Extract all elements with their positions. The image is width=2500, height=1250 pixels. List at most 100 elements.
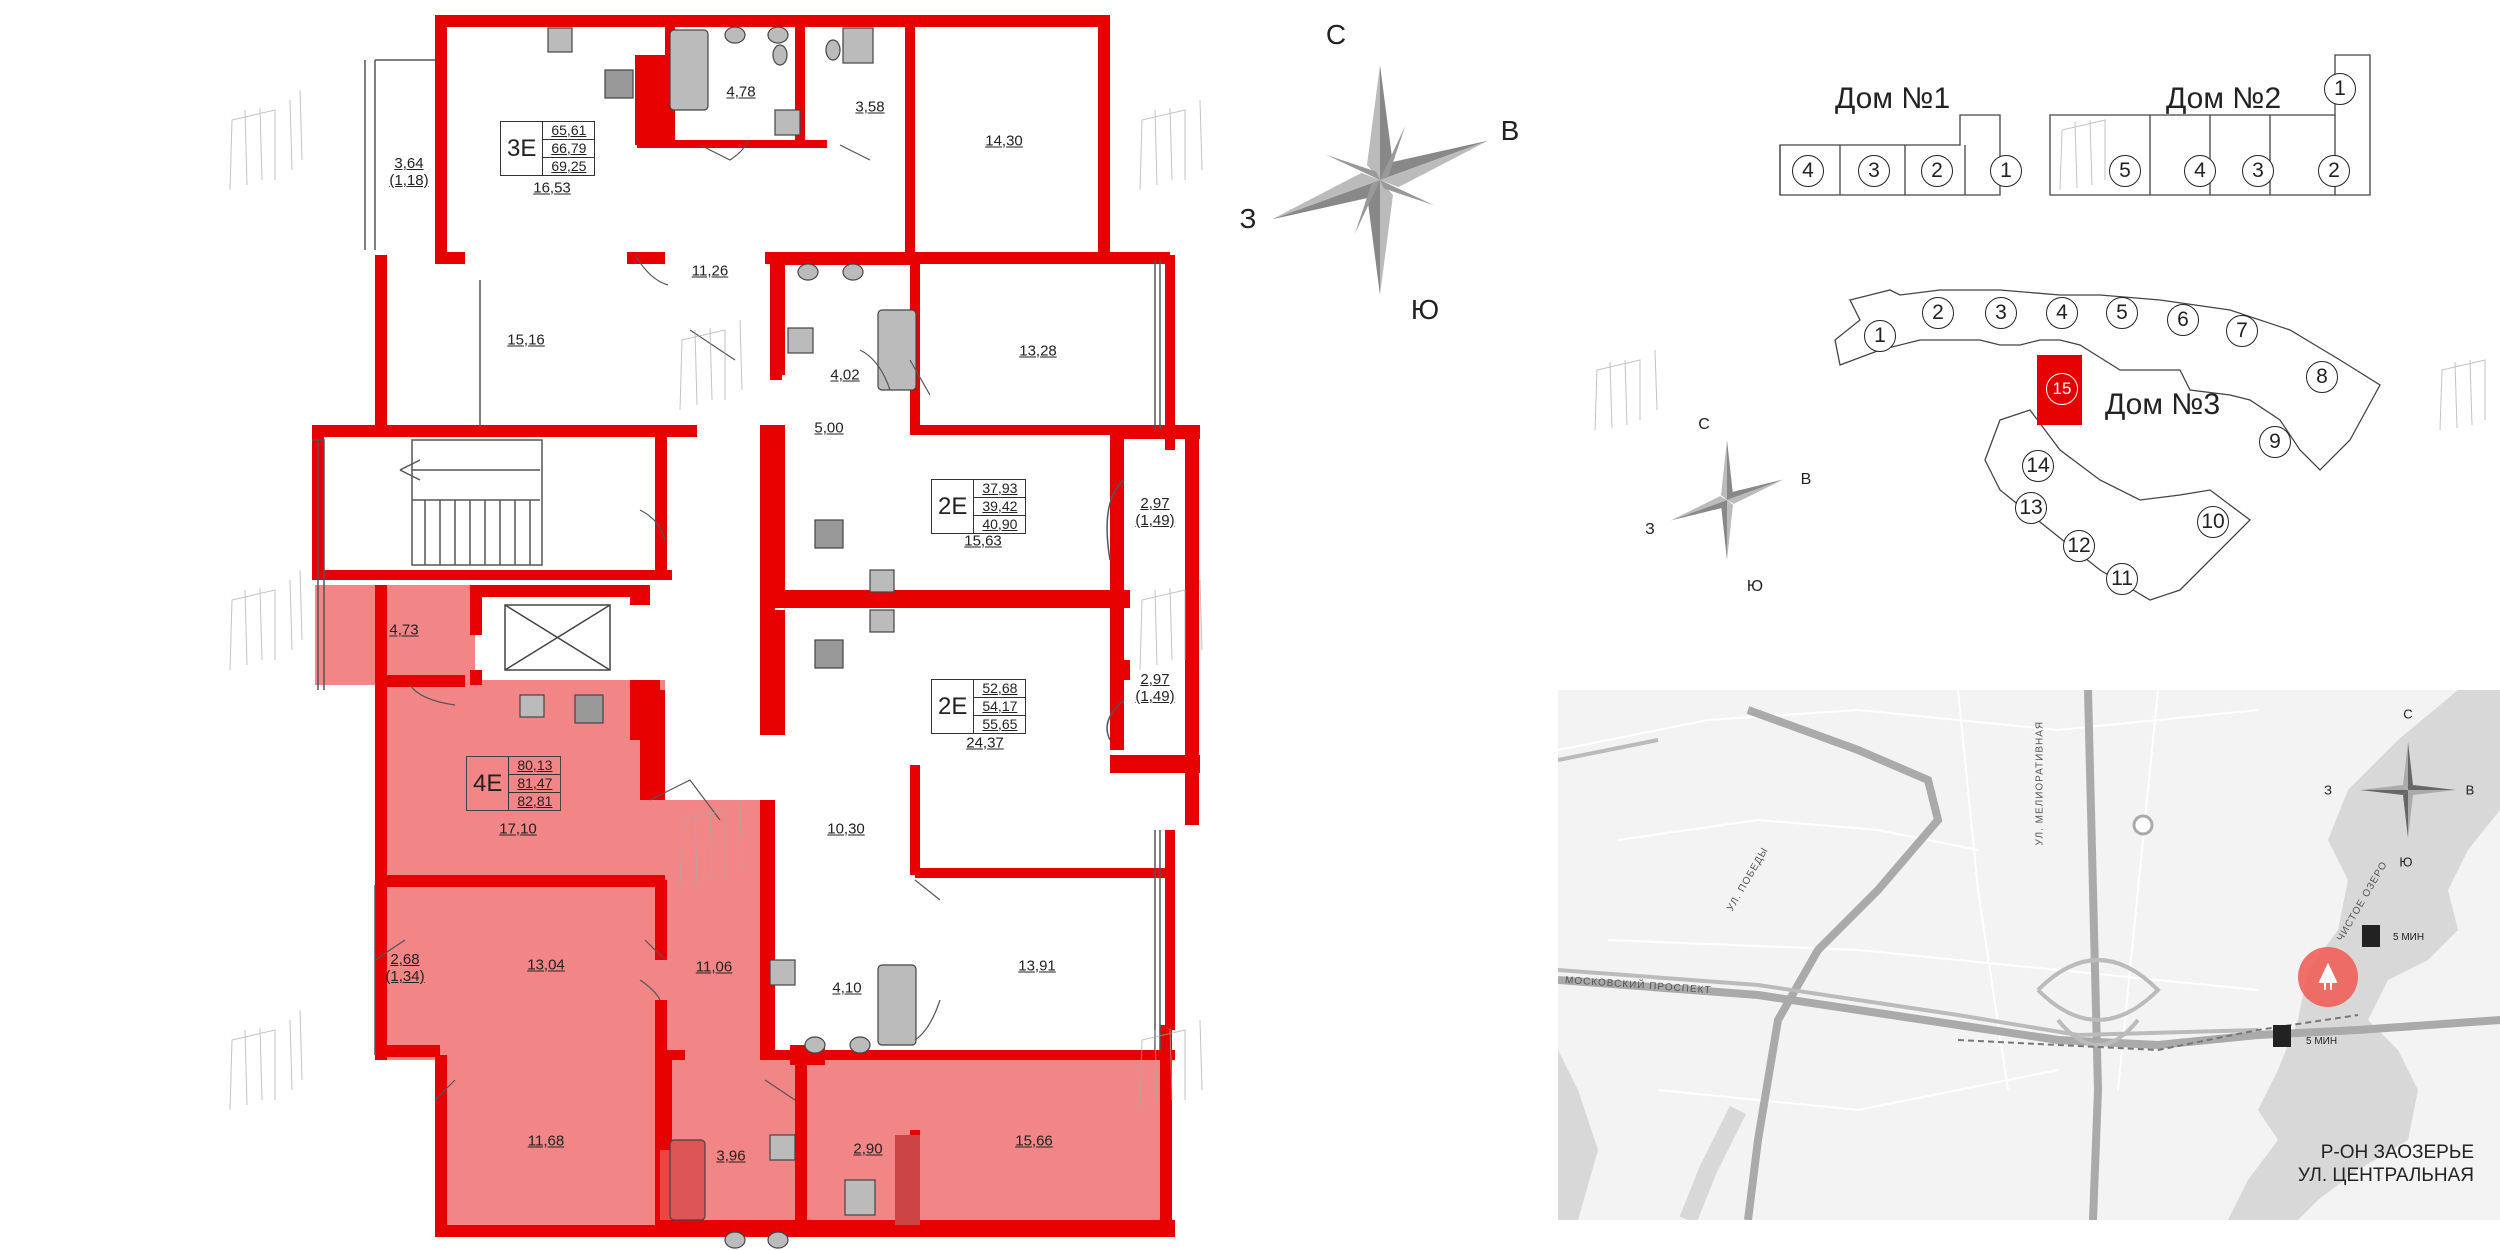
room-area: 2,68 (1,34) bbox=[385, 951, 425, 985]
apartment-areas: 52,68 54,17 55,65 bbox=[973, 680, 1026, 733]
room-area: 2,97 (1,49) bbox=[1135, 671, 1175, 705]
room-area: 11,26 bbox=[691, 262, 729, 280]
room-area: 3,64 (1,18) bbox=[389, 155, 429, 189]
area-value: 55,65 bbox=[982, 716, 1018, 732]
room-area: 14,30 bbox=[985, 132, 1023, 150]
apartment-3e-badge: 3E 65,61 66,79 69,25 bbox=[500, 121, 596, 176]
house-1-title: Дом №1 bbox=[1835, 82, 1951, 115]
house-1-section-4[interactable]: 4 bbox=[1792, 155, 1824, 187]
house-3-section-5[interactable]: 5 bbox=[2106, 297, 2138, 329]
compass-north: С bbox=[1325, 19, 1347, 50]
bus-time-label: 5 МИН bbox=[2306, 1036, 2338, 1047]
watermark-logos bbox=[229, 89, 1203, 1111]
staircase bbox=[399, 439, 543, 566]
room-area: 11,68 bbox=[527, 1132, 565, 1150]
house-3-section-14[interactable]: 14 bbox=[2022, 450, 2054, 482]
house-3-section-1[interactable]: 1 bbox=[1864, 320, 1896, 352]
room-area: 5,00 bbox=[814, 419, 844, 437]
house-3-section-13[interactable]: 13 bbox=[2015, 492, 2047, 524]
house-3-section-3[interactable]: 3 bbox=[1985, 297, 2017, 329]
location-line-2: УЛ. ЦЕНТРАЛЬНАЯ bbox=[2297, 1165, 2474, 1186]
room-area: 4,78 bbox=[726, 83, 756, 101]
house-1-section-3[interactable]: 3 bbox=[1858, 155, 1890, 187]
map-compass-west: З bbox=[2324, 782, 2332, 798]
small-compass-east: В bbox=[1800, 471, 1812, 488]
apartment-code: 3E bbox=[507, 134, 537, 162]
area-value: 52,68 bbox=[974, 680, 1026, 698]
apartment-areas: 37,93 39,42 40,90 bbox=[973, 480, 1026, 533]
site-plan bbox=[1594, 54, 2486, 601]
map-compass-east: В bbox=[2465, 782, 2475, 798]
house-2-section-4[interactable]: 4 bbox=[2184, 155, 2216, 187]
area-value: 66,79 bbox=[543, 140, 595, 158]
area-value: 65,61 bbox=[543, 122, 595, 140]
floor-plan bbox=[229, 15, 1203, 1249]
watermark-logos bbox=[1594, 119, 2486, 431]
apartment-code: 2E bbox=[938, 492, 968, 520]
small-compass-icon bbox=[1670, 440, 1784, 560]
room-area: 24,37 bbox=[966, 734, 1004, 752]
compass-west: З bbox=[1239, 203, 1257, 234]
room-area: 4,73 bbox=[389, 621, 419, 639]
room-area: 2,90 bbox=[853, 1140, 883, 1158]
area-value: 39,42 bbox=[974, 498, 1026, 516]
house-3-section-12[interactable]: 12 bbox=[2063, 530, 2095, 562]
house-3-section-10[interactable]: 10 bbox=[2197, 506, 2229, 538]
house-3-section-9[interactable]: 9 bbox=[2259, 426, 2291, 458]
room-area: 15,63 bbox=[964, 532, 1002, 550]
location-caption: Р-ОН ЗАОЗЕРЬЕ УЛ. ЦЕНТРАЛЬНАЯ bbox=[2298, 1141, 2474, 1187]
compass-east: В bbox=[1500, 115, 1520, 146]
small-compass-north: С bbox=[1698, 416, 1710, 433]
house-2-section-1[interactable]: 1 bbox=[2324, 73, 2356, 105]
room-area: 3,58 bbox=[855, 98, 885, 116]
house-2-section-3[interactable]: 3 bbox=[2242, 155, 2274, 187]
compass-rose-icon bbox=[1271, 65, 1489, 295]
room-area: 13,91 bbox=[1018, 957, 1056, 975]
house-3-section-8[interactable]: 8 bbox=[2306, 361, 2338, 393]
bus-time-label: 5 МИН bbox=[2393, 932, 2425, 943]
room-area: 4,10 bbox=[832, 979, 862, 997]
area-value: 82,81 bbox=[517, 793, 553, 809]
small-compass-south: Ю bbox=[1746, 578, 1764, 595]
door-swings bbox=[374, 139, 941, 1101]
house-2-section-2[interactable]: 2 bbox=[2318, 155, 2350, 187]
area-value: 54,17 bbox=[974, 698, 1026, 716]
apartment-areas: 80,13 81,47 82,81 bbox=[508, 757, 561, 810]
house-3-section-7[interactable]: 7 bbox=[2226, 315, 2258, 347]
house-2-title: Дом №2 bbox=[2166, 82, 2282, 115]
house-1-section-2[interactable]: 2 bbox=[1921, 155, 1953, 187]
house-3-section-6[interactable]: 6 bbox=[2167, 304, 2199, 336]
area-value: 37,93 bbox=[974, 480, 1026, 498]
thin-lines bbox=[312, 59, 1161, 1055]
area-value: 81,47 bbox=[509, 775, 561, 793]
apartment-2e-badge: 2E 37,93 39,42 40,90 bbox=[931, 479, 1027, 534]
location-line-1: Р-ОН ЗАОЗЕРЬЕ bbox=[2320, 1142, 2474, 1163]
house-3-title: Дом №3 bbox=[2105, 388, 2221, 421]
apartment-4e-badge: 4E 80,13 81,47 82,81 bbox=[466, 756, 562, 811]
room-area: 3,96 bbox=[716, 1147, 746, 1165]
area-value: 69,25 bbox=[551, 158, 587, 174]
apartment-code: 2E bbox=[938, 692, 968, 720]
room-area: 16,53 bbox=[533, 179, 571, 197]
apartment-2e-badge: 2E 52,68 54,17 55,65 bbox=[931, 679, 1027, 734]
map-compass-north: С bbox=[2403, 706, 2413, 722]
house-3-section-4[interactable]: 4 bbox=[2046, 297, 2078, 329]
small-compass-west: З bbox=[1645, 521, 1655, 538]
apartment-code: 4E bbox=[473, 769, 503, 797]
room-area: 4,02 bbox=[830, 366, 860, 384]
house-3-section-11[interactable]: 11 bbox=[2106, 563, 2138, 595]
area-value: 80,13 bbox=[509, 757, 561, 775]
house-3-section-2[interactable]: 2 bbox=[1922, 297, 1954, 329]
room-area: 13,04 bbox=[527, 956, 565, 974]
house-2-section-5[interactable]: 5 bbox=[2109, 155, 2141, 187]
house-3-section-15-active[interactable]: 15 bbox=[2046, 373, 2078, 405]
map-compass-south: Ю bbox=[2399, 854, 2413, 870]
bus-stop-icon bbox=[2362, 925, 2380, 947]
location-map bbox=[1558, 690, 2500, 1220]
room-area: 2,97 (1,49) bbox=[1135, 495, 1175, 529]
apartment-areas: 65,61 66,79 69,25 bbox=[542, 122, 595, 175]
room-area: 15,66 bbox=[1015, 1132, 1053, 1150]
house-1-section-1[interactable]: 1 bbox=[1990, 155, 2022, 187]
compass-south: Ю bbox=[1410, 294, 1440, 325]
